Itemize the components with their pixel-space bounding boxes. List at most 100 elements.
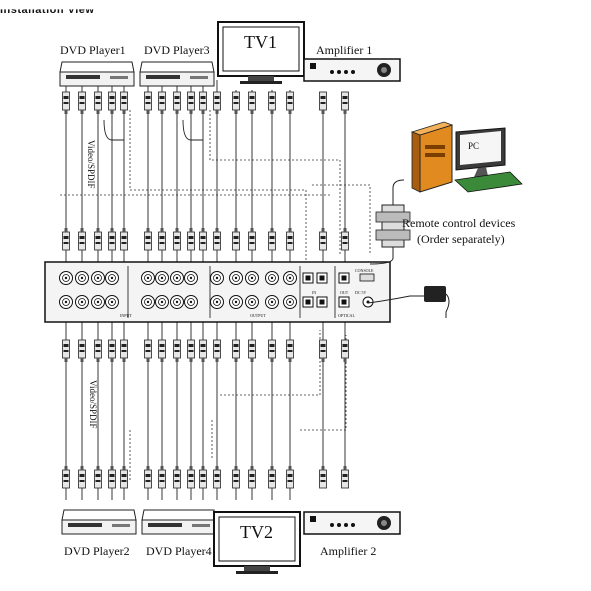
rca-plug (199, 339, 207, 362)
optical-jack (338, 272, 350, 284)
rca-plug (144, 228, 152, 251)
rca-plug (187, 339, 195, 362)
rca-plug (268, 91, 276, 114)
rca-plug (94, 339, 102, 362)
rca-plug (319, 228, 327, 251)
rca-plug (232, 91, 240, 114)
rca-jack (105, 271, 119, 285)
rca-plug (173, 91, 181, 114)
dvd-player-3-label: DVD Player3 (144, 43, 210, 57)
rca-jack (283, 295, 297, 309)
tv-2-screen (213, 511, 301, 574)
optical-jack (316, 296, 328, 308)
rca-jack (75, 295, 89, 309)
rca-plug (158, 466, 166, 489)
rca-jack (184, 295, 198, 309)
bottom-dashed-links (129, 330, 347, 480)
rca-plug (158, 91, 166, 114)
rca-plug (108, 91, 116, 114)
dvd-player-2 (61, 509, 137, 535)
rca-plug (286, 339, 294, 362)
rca-plug (173, 466, 181, 489)
rca-plug (158, 339, 166, 362)
diagram-header: Installation View (0, 4, 95, 16)
rca-plug (173, 228, 181, 251)
rca-plug (94, 91, 102, 114)
rca-jack (184, 271, 198, 285)
amplifier-1 (303, 58, 401, 82)
rca-plug (94, 228, 102, 251)
console-label: CONSOLE (355, 268, 374, 273)
optical-jack (302, 272, 314, 284)
amplifier-2-label: Amplifier 2 (320, 544, 377, 558)
power-adapter (367, 286, 450, 318)
dvd-player-1 (59, 61, 135, 87)
rca-plug (268, 228, 276, 251)
rca-plug (62, 339, 70, 362)
rca-plug (199, 466, 207, 489)
rca-plug (173, 339, 181, 362)
switcher-section-optical: OPTICAL (338, 313, 355, 318)
bottom-cable-label: Video/SPDIF (88, 380, 98, 429)
rca-plug (120, 91, 128, 114)
dc-power-jack (362, 296, 374, 308)
rca-jack (170, 295, 184, 309)
switcher-jacks (59, 271, 375, 309)
rca-plug (213, 466, 221, 489)
rca-jack (210, 295, 224, 309)
dvd-player-1-label: DVD Player1 (60, 43, 126, 57)
rca-jack (105, 295, 119, 309)
top-dashed-links (60, 110, 371, 262)
rca-plug (78, 91, 86, 114)
rca-plug (187, 91, 195, 114)
rca-plug (78, 339, 86, 362)
rca-jack (210, 271, 224, 285)
rca-plug (78, 228, 86, 251)
rca-plug (213, 339, 221, 362)
switcher-section-input: INPUT (120, 313, 132, 318)
rca-jack (155, 295, 169, 309)
rca-jack (265, 295, 279, 309)
rca-jack (91, 271, 105, 285)
pc-computer (410, 121, 523, 193)
rca-plug (144, 466, 152, 489)
rca-jack (59, 271, 73, 285)
dvd-player-4 (141, 509, 217, 535)
rca-plug (248, 91, 256, 114)
console-port (359, 273, 375, 282)
rca-jack (265, 271, 279, 285)
rca-plug (341, 466, 349, 489)
rca-plug (268, 339, 276, 362)
optical-jack (316, 272, 328, 284)
pc-label: PC (468, 141, 480, 151)
rca-jack (229, 271, 243, 285)
optical-jack (302, 296, 314, 308)
rca-jack (283, 271, 297, 285)
connector-plugs (62, 91, 349, 489)
rca-plug (120, 339, 128, 362)
rca-plug (319, 91, 327, 114)
dvd-player-4-label: DVD Player4 (146, 544, 212, 558)
rca-plug (319, 339, 327, 362)
rca-plug (248, 228, 256, 251)
tv-1-label: TV1 (244, 32, 277, 52)
rca-plug (62, 228, 70, 251)
rca-plug (213, 91, 221, 114)
rca-plug (94, 466, 102, 489)
rca-plug (158, 228, 166, 251)
rca-plug (286, 466, 294, 489)
switcher-section-output: OUTPUT (250, 313, 266, 318)
tv-1-screen (217, 21, 305, 84)
rca-plug (341, 228, 349, 251)
rca-plug (120, 466, 128, 489)
rca-plug (232, 466, 240, 489)
rca-plug (187, 228, 195, 251)
rca-plug (286, 91, 294, 114)
rca-jack (245, 295, 259, 309)
rca-jack (91, 295, 105, 309)
rca-plug (232, 228, 240, 251)
dvd-player-3 (139, 61, 215, 87)
rca-plug (108, 339, 116, 362)
rca-jack (75, 271, 89, 285)
